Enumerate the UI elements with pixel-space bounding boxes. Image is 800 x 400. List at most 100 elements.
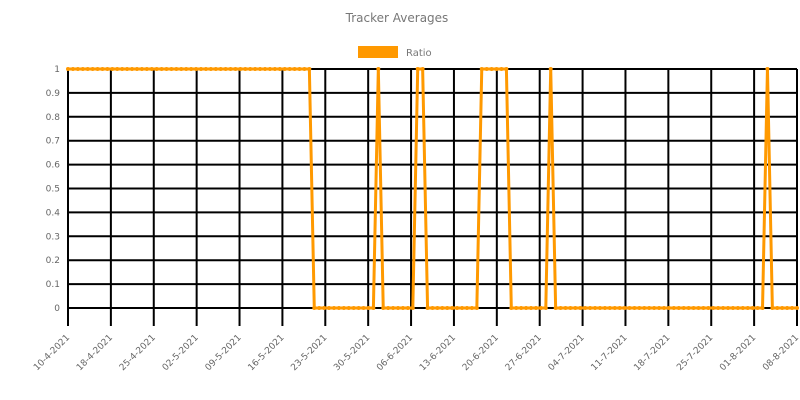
data-point[interactable]: [622, 306, 627, 310]
data-point[interactable]: [662, 306, 667, 310]
data-point[interactable]: [701, 306, 706, 310]
data-point[interactable]: [263, 67, 268, 71]
data-point[interactable]: [519, 306, 524, 310]
data-point[interactable]: [174, 67, 179, 71]
data-point[interactable]: [775, 306, 780, 310]
data-point[interactable]: [568, 306, 573, 310]
data-point[interactable]: [351, 306, 356, 310]
data-point[interactable]: [597, 306, 602, 310]
legend[interactable]: Ratio: [358, 46, 432, 59]
data-point[interactable]: [95, 67, 100, 71]
data-point[interactable]: [341, 306, 346, 310]
data-point[interactable]: [440, 306, 445, 310]
data-point[interactable]: [543, 306, 548, 310]
data-point[interactable]: [248, 67, 253, 71]
data-point[interactable]: [292, 67, 297, 71]
data-point[interactable]: [317, 306, 322, 310]
data-point[interactable]: [479, 67, 484, 71]
data-point[interactable]: [657, 306, 662, 310]
data-point[interactable]: [529, 306, 534, 310]
data-point[interactable]: [169, 67, 174, 71]
data-point[interactable]: [159, 67, 164, 71]
data-point[interactable]: [740, 306, 745, 310]
data-point[interactable]: [125, 67, 130, 71]
data-point[interactable]: [795, 306, 799, 310]
data-point[interactable]: [322, 306, 327, 310]
data-point[interactable]: [647, 306, 652, 310]
data-point[interactable]: [770, 306, 775, 310]
data-point[interactable]: [430, 306, 435, 310]
data-point[interactable]: [538, 306, 543, 310]
data-point[interactable]: [790, 306, 795, 310]
data-point[interactable]: [450, 306, 455, 310]
data-point[interactable]: [154, 67, 159, 71]
data-point[interactable]: [524, 306, 529, 310]
data-point[interactable]: [716, 306, 721, 310]
data-point[interactable]: [686, 306, 691, 310]
data-point[interactable]: [85, 67, 90, 71]
data-point[interactable]: [696, 306, 701, 310]
data-point[interactable]: [228, 67, 233, 71]
data-point[interactable]: [474, 306, 479, 310]
data-point[interactable]: [612, 306, 617, 310]
data-point[interactable]: [233, 67, 238, 71]
data-point[interactable]: [785, 306, 790, 310]
data-point[interactable]: [637, 306, 642, 310]
data-point[interactable]: [381, 306, 386, 310]
data-point[interactable]: [312, 306, 317, 310]
data-point[interactable]: [366, 306, 371, 310]
data-point[interactable]: [455, 306, 460, 310]
data-point[interactable]: [602, 306, 607, 310]
data-point[interactable]: [213, 67, 218, 71]
data-point[interactable]: [130, 67, 135, 71]
data-point[interactable]: [750, 306, 755, 310]
data-point[interactable]: [386, 306, 391, 310]
data-point[interactable]: [652, 306, 657, 310]
data-point[interactable]: [277, 67, 282, 71]
data-point[interactable]: [755, 306, 760, 310]
data-point[interactable]: [327, 306, 332, 310]
data-point[interactable]: [548, 67, 553, 71]
data-point[interactable]: [745, 306, 750, 310]
data-point[interactable]: [420, 67, 425, 71]
data-point[interactable]: [666, 306, 671, 310]
data-point[interactable]: [691, 306, 696, 310]
data-point[interactable]: [144, 67, 149, 71]
data-point[interactable]: [272, 67, 277, 71]
data-point[interactable]: [356, 306, 361, 310]
data-point[interactable]: [642, 306, 647, 310]
data-point[interactable]: [735, 306, 740, 310]
data-point[interactable]: [607, 306, 612, 310]
data-point[interactable]: [504, 67, 509, 71]
data-point[interactable]: [346, 306, 351, 310]
data-point[interactable]: [617, 306, 622, 310]
data-point[interactable]: [573, 306, 578, 310]
data-point[interactable]: [120, 67, 125, 71]
data-point[interactable]: [632, 306, 637, 310]
data-point[interactable]: [100, 67, 105, 71]
data-point[interactable]: [583, 306, 588, 310]
data-point[interactable]: [287, 67, 292, 71]
data-point[interactable]: [110, 67, 115, 71]
data-point[interactable]: [115, 67, 120, 71]
data-point[interactable]: [726, 306, 731, 310]
data-point[interactable]: [297, 67, 302, 71]
data-point[interactable]: [243, 67, 248, 71]
data-point[interactable]: [563, 306, 568, 310]
data-point[interactable]: [376, 67, 381, 71]
data-point[interactable]: [105, 67, 110, 71]
data-point[interactable]: [267, 67, 272, 71]
data-point[interactable]: [509, 306, 514, 310]
data-point[interactable]: [489, 67, 494, 71]
data-point[interactable]: [282, 67, 287, 71]
data-point[interactable]: [405, 306, 410, 310]
data-point[interactable]: [578, 306, 583, 310]
data-point[interactable]: [189, 67, 194, 71]
data-point[interactable]: [198, 67, 203, 71]
data-point[interactable]: [588, 306, 593, 310]
data-point[interactable]: [460, 306, 465, 310]
data-point[interactable]: [90, 67, 95, 71]
data-point[interactable]: [514, 306, 519, 310]
data-point[interactable]: [410, 306, 415, 310]
data-point[interactable]: [238, 67, 243, 71]
